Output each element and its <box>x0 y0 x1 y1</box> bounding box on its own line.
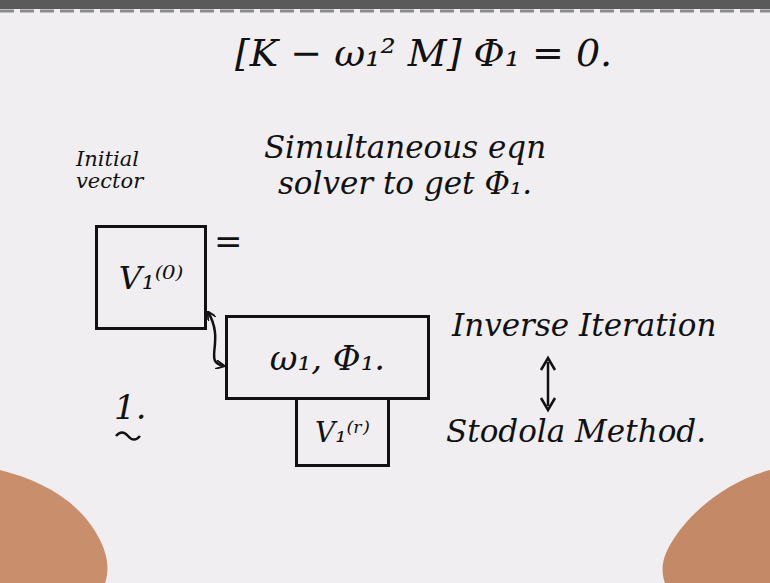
method-name: Stodola Method. <box>446 414 706 450</box>
arrow-connector <box>208 312 224 366</box>
box-heading: Initial vector <box>76 148 186 192</box>
double-arrow <box>541 398 555 410</box>
method-name: Inverse Iteration <box>452 308 716 344</box>
hand <box>0 470 107 583</box>
double-arrow <box>541 358 555 370</box>
result-box: ω₁, Φ₁. <box>225 315 430 400</box>
tilde-mark <box>116 433 140 440</box>
equation: [K − ω₁² M] Φ₁ = 0. <box>235 32 612 76</box>
unit-vector: 1. <box>114 388 146 427</box>
note-text: Simultaneous eqn solver to get Φ₁. <box>225 130 585 201</box>
hand <box>663 470 770 583</box>
vector-box: Initial vectorV₁⁽⁰⁾ <box>95 225 207 330</box>
vector-box: V₁⁽ʳ⁾ <box>295 397 390 467</box>
box-text: V₁⁽⁰⁾ <box>98 228 204 327</box>
double-arrow <box>547 362 550 406</box>
board-edge <box>0 0 770 9</box>
box-text: ω₁, Φ₁. <box>228 318 427 397</box>
equals-sign: = <box>214 222 243 261</box>
box-text: V₁⁽ʳ⁾ <box>298 400 387 464</box>
board-edge <box>0 10 770 13</box>
